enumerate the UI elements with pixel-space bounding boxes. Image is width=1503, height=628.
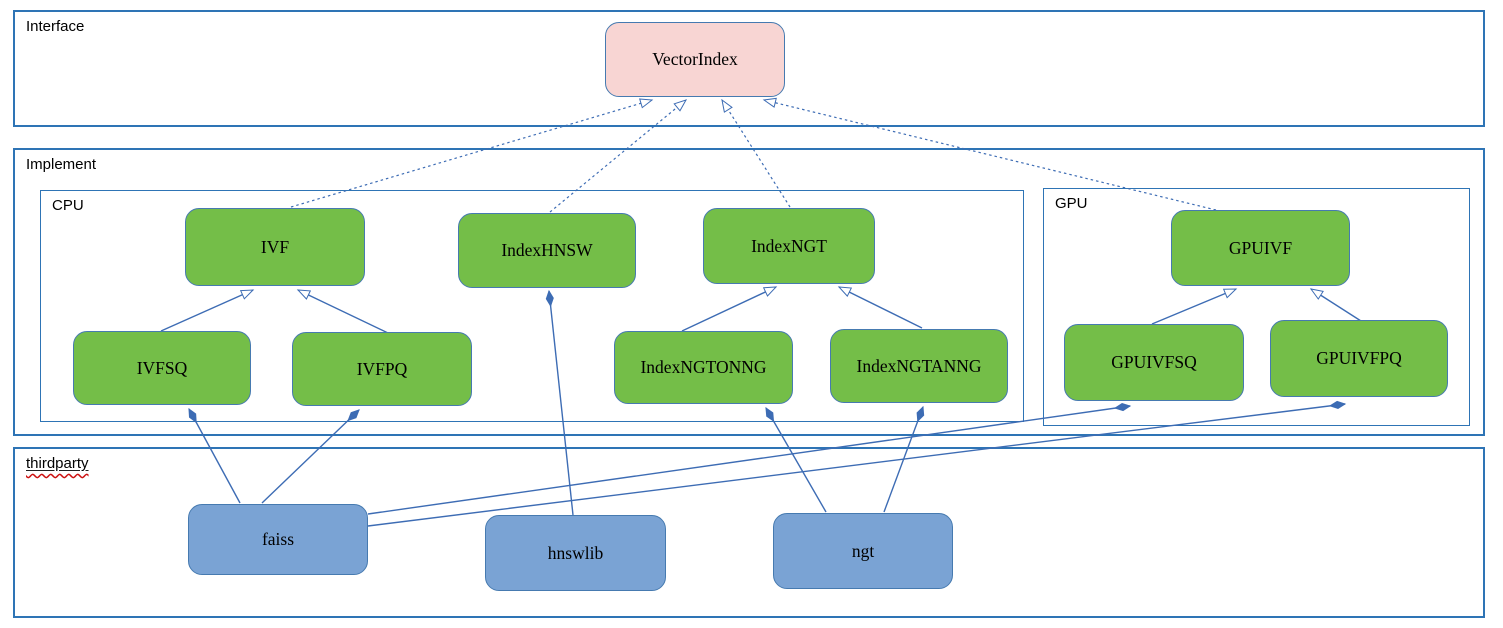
container-gpu[interactable]: GPU <box>1043 188 1470 426</box>
container-implement-label: Implement <box>26 156 97 173</box>
node-gpuivfpq[interactable]: GPUIVFPQ <box>1270 320 1448 397</box>
edge-indexngt-vectorindex <box>721 98 791 208</box>
edge-ngt-indexngtonng <box>765 408 827 513</box>
node-gpuivfsq-label: GPUIVFSQ <box>1111 352 1197 372</box>
node-indexhnsw-label: IndexHNSW <box>501 240 593 260</box>
node-gpuivfpq-label: GPUIVFPQ <box>1316 348 1402 368</box>
container-interface-label: Interface <box>26 18 85 35</box>
container-gpu-label: GPU <box>1055 195 1088 212</box>
node-indexhnsw[interactable]: IndexHNSW <box>458 213 636 288</box>
container-implement[interactable]: Implement <box>13 148 1485 436</box>
node-hnswlib-label: hnswlib <box>547 542 604 563</box>
edge-ivf-vectorindex <box>290 98 654 208</box>
node-ivfpq[interactable]: IVFPQ <box>292 332 472 406</box>
node-ivf-label: IVF <box>260 236 290 257</box>
node-indexngtonng[interactable]: IndexNGTONNG <box>614 331 793 404</box>
container-thirdparty-label: thirdparty <box>26 455 89 473</box>
edge-indexngtanng-indexngt <box>837 286 923 329</box>
edge-ngt-indexngtanng <box>883 407 923 513</box>
node-indexngt[interactable]: IndexNGT <box>703 208 875 284</box>
node-faiss[interactable]: faiss <box>188 504 368 575</box>
edge-gpuivf-vectorindex <box>762 97 1217 211</box>
node-ivfpq-label: IVFPQ <box>356 358 408 379</box>
node-indexngtanng-label: IndexNGTANNG <box>856 355 982 376</box>
node-ivf[interactable]: IVF <box>185 208 365 286</box>
container-thirdparty[interactable]: thirdparty <box>13 447 1485 618</box>
node-hnswlib[interactable]: hnswlib <box>485 515 666 591</box>
node-indexngt-label: IndexNGT <box>751 235 827 256</box>
edge-faiss-ivfsq <box>188 409 241 504</box>
container-cpu-label: CPU <box>52 197 84 214</box>
node-indexngtonng-label: IndexNGTONNG <box>640 357 767 377</box>
edge-gpuivfpq-gpuivf <box>1309 288 1362 322</box>
edge-faiss-ivfpq <box>261 410 359 504</box>
node-indexngtanng[interactable]: IndexNGTANNG <box>830 329 1008 403</box>
node-gpuivf-label: GPUIVF <box>1228 237 1293 258</box>
edge-hnswlib-indexhnsw <box>549 291 574 516</box>
container-thirdparty-label-text: thirdparty <box>26 455 89 472</box>
node-vectorindex[interactable]: VectorIndex <box>605 22 785 97</box>
node-ngt[interactable]: ngt <box>773 513 953 589</box>
node-gpuivfsq[interactable]: GPUIVFSQ <box>1064 324 1244 401</box>
node-ivfsq[interactable]: IVFSQ <box>73 331 251 405</box>
edge-ivfsq-ivf <box>160 289 255 332</box>
edge-faiss-gpuivfsq <box>367 406 1130 515</box>
node-ivfsq-label: IVFSQ <box>136 357 188 378</box>
container-interface[interactable]: Interface <box>13 10 1485 127</box>
node-faiss-label: faiss <box>261 529 295 549</box>
edge-indexngtonng-indexngt <box>681 286 778 332</box>
node-ngt-label: ngt <box>851 540 875 561</box>
edge-indexhnsw-vectorindex <box>549 99 688 213</box>
edge-ivfpq-ivf <box>296 289 389 334</box>
container-cpu[interactable]: CPU <box>40 190 1024 422</box>
edge-faiss-gpuivfpq <box>367 404 1345 527</box>
node-vectorindex-label: VectorIndex <box>652 49 738 69</box>
edge-gpuivfsq-gpuivf <box>1151 288 1238 325</box>
node-gpuivf[interactable]: GPUIVF <box>1171 210 1350 286</box>
